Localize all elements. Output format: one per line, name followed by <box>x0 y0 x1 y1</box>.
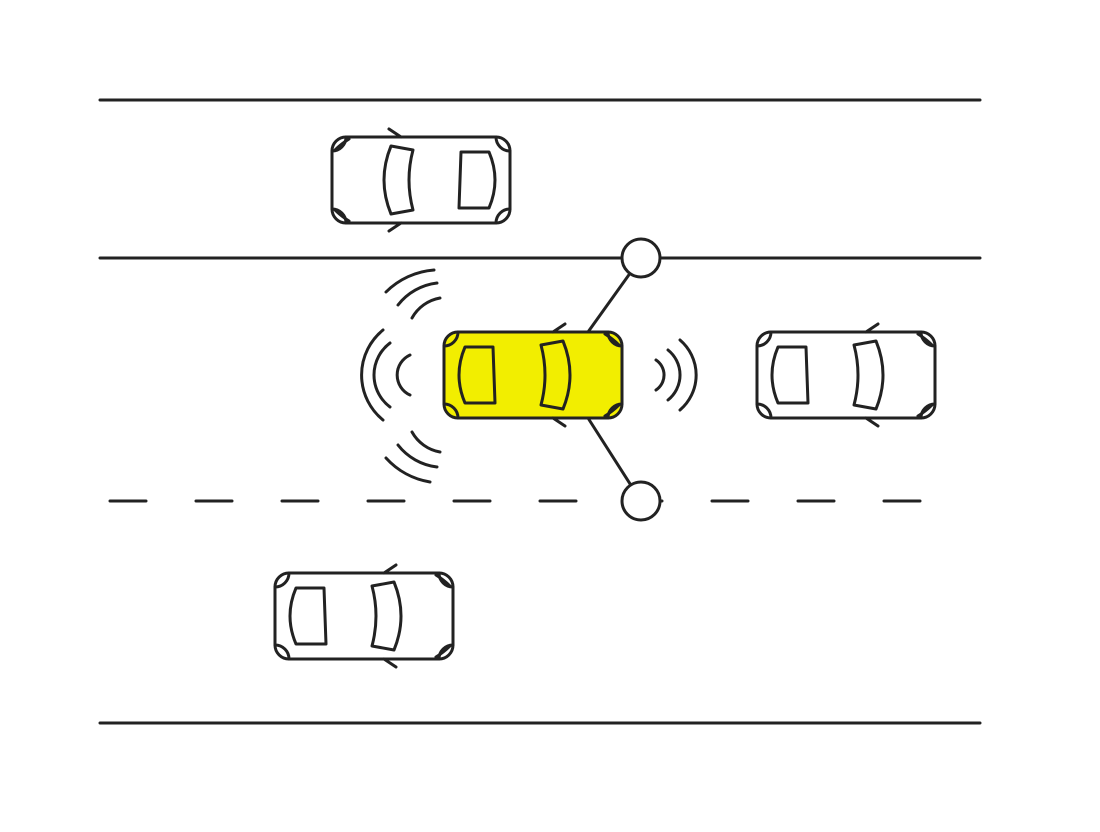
ego-car <box>444 324 622 426</box>
sensor-wave-icon <box>386 432 440 482</box>
other-car-bottom-lane <box>275 565 453 667</box>
reach-marker-icon <box>622 482 660 520</box>
sensor-wave-icon <box>386 270 440 318</box>
sensor-wave-icon <box>362 330 410 420</box>
other-car-top-lane <box>332 129 510 231</box>
other-car-ahead <box>757 324 935 426</box>
reach-marker-icon <box>622 239 660 277</box>
sensor-wave-icon <box>656 340 696 410</box>
